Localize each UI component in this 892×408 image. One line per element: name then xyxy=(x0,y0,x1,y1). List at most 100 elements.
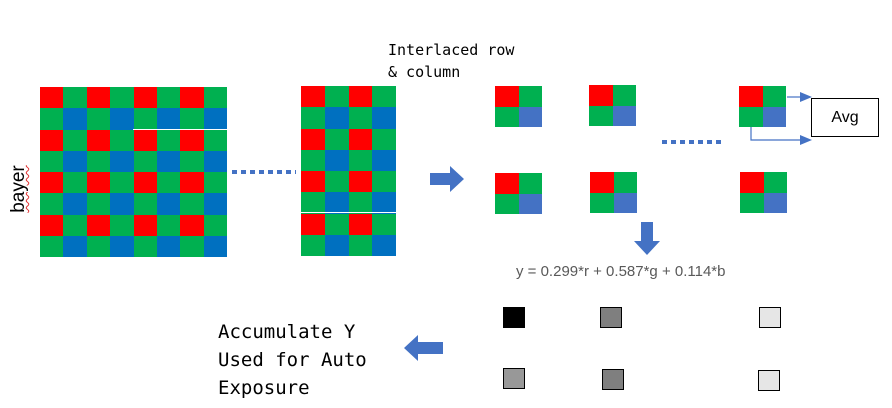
avg-arrows-icon xyxy=(750,92,812,145)
pixel-b xyxy=(110,108,134,130)
pixel-b xyxy=(63,193,87,215)
pixel-g xyxy=(372,171,396,193)
pixel-r xyxy=(495,86,519,107)
pixel-g xyxy=(63,214,87,236)
pixel-g xyxy=(324,128,349,150)
pixel-r xyxy=(86,214,111,236)
pixel-r xyxy=(740,172,764,193)
pixel-r xyxy=(301,86,325,108)
dotted-connector-right xyxy=(662,140,724,144)
pixel-b xyxy=(372,192,396,214)
pixel-r xyxy=(180,172,204,194)
pixel-r xyxy=(348,128,373,150)
pixel-r xyxy=(133,87,157,109)
pixel-g xyxy=(495,106,519,127)
pixel-b xyxy=(324,107,349,129)
pixel-g xyxy=(740,192,764,213)
pixel-g xyxy=(203,87,227,109)
pixel-b xyxy=(203,235,227,257)
subsampled-grid xyxy=(301,86,396,256)
luma-formula: y = 0.299*r + 0.587*g + 0.114*b xyxy=(516,263,726,280)
pixel-r xyxy=(40,172,64,194)
pixel-g xyxy=(348,149,373,171)
pixel-g xyxy=(301,107,325,129)
pixel-g xyxy=(40,150,64,172)
pixel-r xyxy=(40,87,64,109)
pixel-b xyxy=(612,105,636,126)
pixel-g xyxy=(63,87,87,109)
pixel-g xyxy=(133,235,157,257)
pixel-b xyxy=(613,192,637,213)
pixel-g xyxy=(612,85,636,106)
pixel-b xyxy=(762,106,786,127)
pixel-g xyxy=(86,193,111,215)
rggb-quad xyxy=(739,86,786,127)
pixel-r xyxy=(133,129,157,151)
pixel-g xyxy=(203,129,227,151)
pixel-r xyxy=(739,86,763,107)
left-arrow-icon xyxy=(404,335,443,361)
pixel-b xyxy=(324,234,349,256)
pixel-r xyxy=(301,213,325,235)
pixel-g xyxy=(180,108,204,130)
pixel-g xyxy=(110,87,134,109)
pixel-r xyxy=(589,85,613,106)
pixel-g xyxy=(518,173,542,194)
pixel-g xyxy=(203,214,227,236)
pixel-g xyxy=(180,150,204,172)
pixel-g xyxy=(133,150,157,172)
pixel-b xyxy=(156,193,181,215)
bayer-label: bayer xyxy=(8,165,29,213)
pixel-b xyxy=(63,108,87,130)
pixel-g xyxy=(110,214,134,236)
pixel-g xyxy=(589,105,613,126)
pixel-b xyxy=(324,192,349,214)
pixel-g xyxy=(156,129,181,151)
luma-swatch xyxy=(503,368,525,389)
pixel-g xyxy=(86,235,111,257)
pixel-b xyxy=(110,150,134,172)
accumulate-label: Accumulate Y Used for Auto Exposure xyxy=(218,318,367,402)
luma-swatch xyxy=(759,307,781,328)
accumulate-line2: Used for Auto xyxy=(218,349,367,371)
rggb-quad xyxy=(590,172,637,213)
pixel-b xyxy=(156,108,181,130)
pixel-g xyxy=(763,172,787,193)
pixel-g xyxy=(86,108,111,130)
pixel-b xyxy=(63,150,87,172)
rggb-quad xyxy=(495,173,542,214)
pixel-g xyxy=(324,213,349,235)
luma-swatch xyxy=(758,370,780,391)
pixel-g xyxy=(301,149,325,171)
pixel-g xyxy=(133,108,157,130)
pixel-r xyxy=(348,213,373,235)
pixel-g xyxy=(180,235,204,257)
pixel-g xyxy=(348,234,373,256)
pixel-g xyxy=(86,150,111,172)
pixel-g xyxy=(40,235,64,257)
pixel-g xyxy=(590,192,614,213)
pixel-b xyxy=(63,235,87,257)
grid-separator-line xyxy=(301,212,396,213)
pixel-r xyxy=(86,172,111,194)
interlaced-label: Interlaced row & column xyxy=(388,39,514,83)
pixel-g xyxy=(372,86,396,108)
interlaced-line2: & column xyxy=(388,63,461,81)
pixel-r xyxy=(180,214,204,236)
pixel-g xyxy=(495,193,519,214)
pixel-g xyxy=(348,192,373,214)
interlaced-line1: Interlaced row xyxy=(388,41,515,59)
right-arrow-icon xyxy=(430,166,464,192)
pixel-g xyxy=(203,172,227,194)
pixel-r xyxy=(40,129,64,151)
pixel-b xyxy=(324,149,349,171)
luma-swatch xyxy=(600,307,622,328)
dotted-connector-left xyxy=(232,170,296,174)
pixel-r xyxy=(301,128,325,150)
pixel-r xyxy=(348,171,373,193)
pixel-b xyxy=(110,235,134,257)
pixel-b xyxy=(763,192,787,213)
pixel-b xyxy=(372,149,396,171)
down-arrow-icon xyxy=(634,222,660,255)
pixel-b xyxy=(372,107,396,129)
